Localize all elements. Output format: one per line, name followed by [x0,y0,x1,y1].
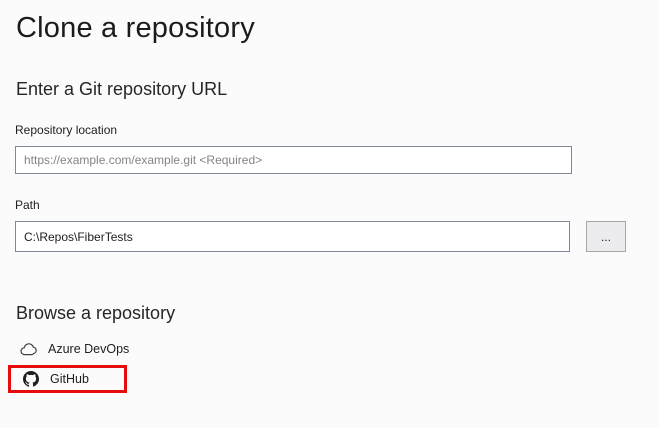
repository-location-label: Repository location [15,123,118,137]
browse-path-button[interactable]: ... [586,221,626,252]
browse-item-azure-devops[interactable]: Azure DevOps [20,339,220,359]
browse-item-github[interactable]: GitHub [22,370,124,388]
enter-git-url-heading: Enter a Git repository URL [16,79,228,99]
github-label: GitHub [50,372,89,386]
path-input[interactable] [15,221,570,252]
browse-repository-heading: Browse a repository [16,303,176,323]
page-title: Clone a repository [16,12,255,44]
repository-location-input[interactable] [15,146,572,174]
azure-devops-label: Azure DevOps [48,342,130,356]
path-label: Path [15,198,40,212]
azure-devops-cloud-icon [20,340,38,358]
red-highlight-rectangle: GitHub [8,365,127,393]
github-octocat-icon [22,370,40,388]
